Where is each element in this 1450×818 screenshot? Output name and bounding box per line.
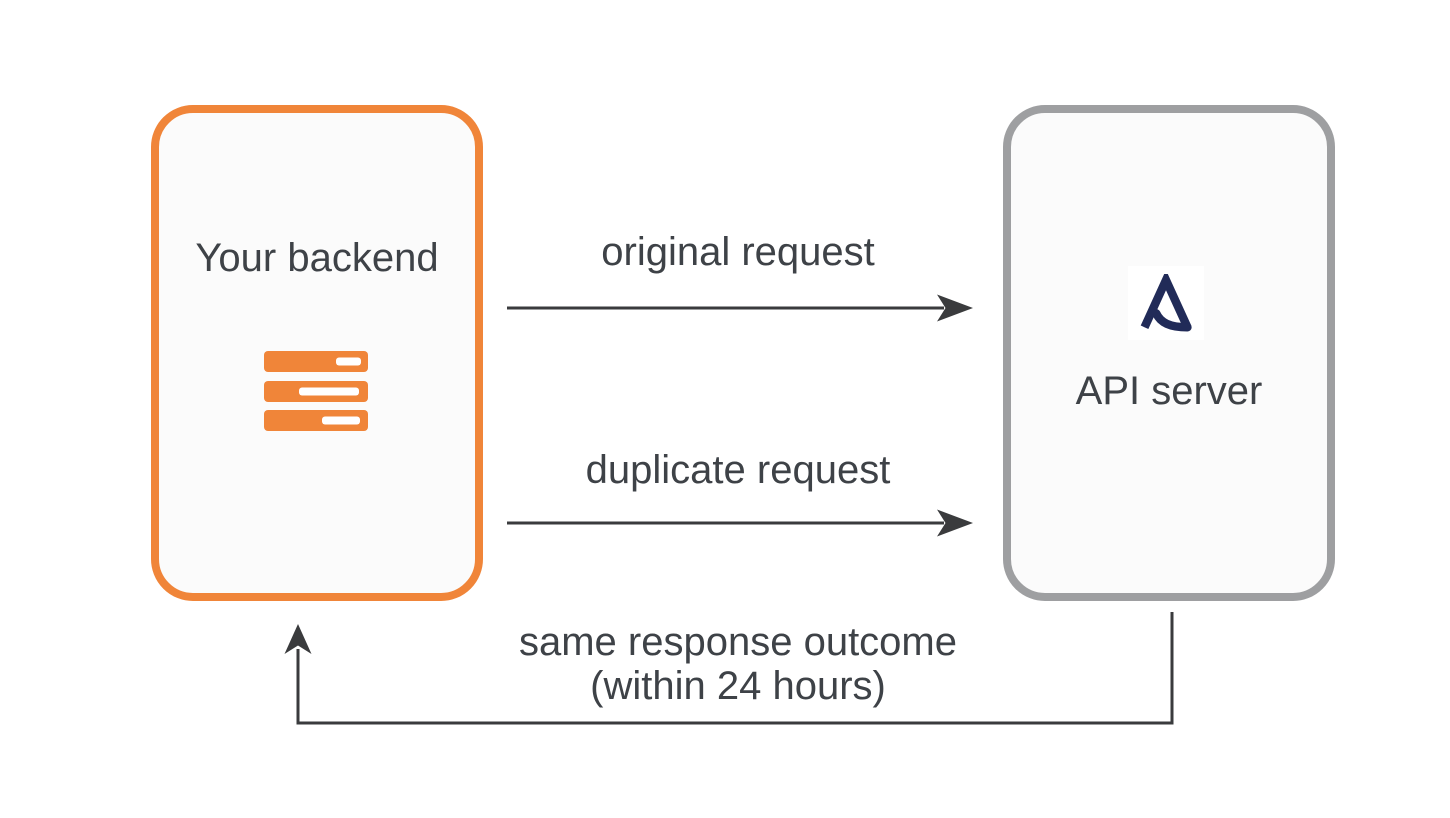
response-label: same response outcome (within 24 hours) (438, 620, 1038, 708)
api-server-box-label: API server (1075, 369, 1263, 413)
original-request-arrow (507, 294, 973, 322)
response-label-line1: same response outcome (518, 620, 957, 664)
original-request-label: original request (601, 230, 875, 274)
api-server-box: API server (1003, 105, 1335, 601)
response-label-line2: (within 24 hours) (590, 664, 886, 708)
backend-box: Your backend (151, 105, 483, 601)
duplicate-request-arrow (507, 509, 973, 537)
server-icon (264, 351, 368, 431)
backend-box-label: Your backend (195, 236, 439, 280)
adyen-logo-icon (1128, 266, 1204, 340)
duplicate-request-label: duplicate request (585, 448, 891, 492)
